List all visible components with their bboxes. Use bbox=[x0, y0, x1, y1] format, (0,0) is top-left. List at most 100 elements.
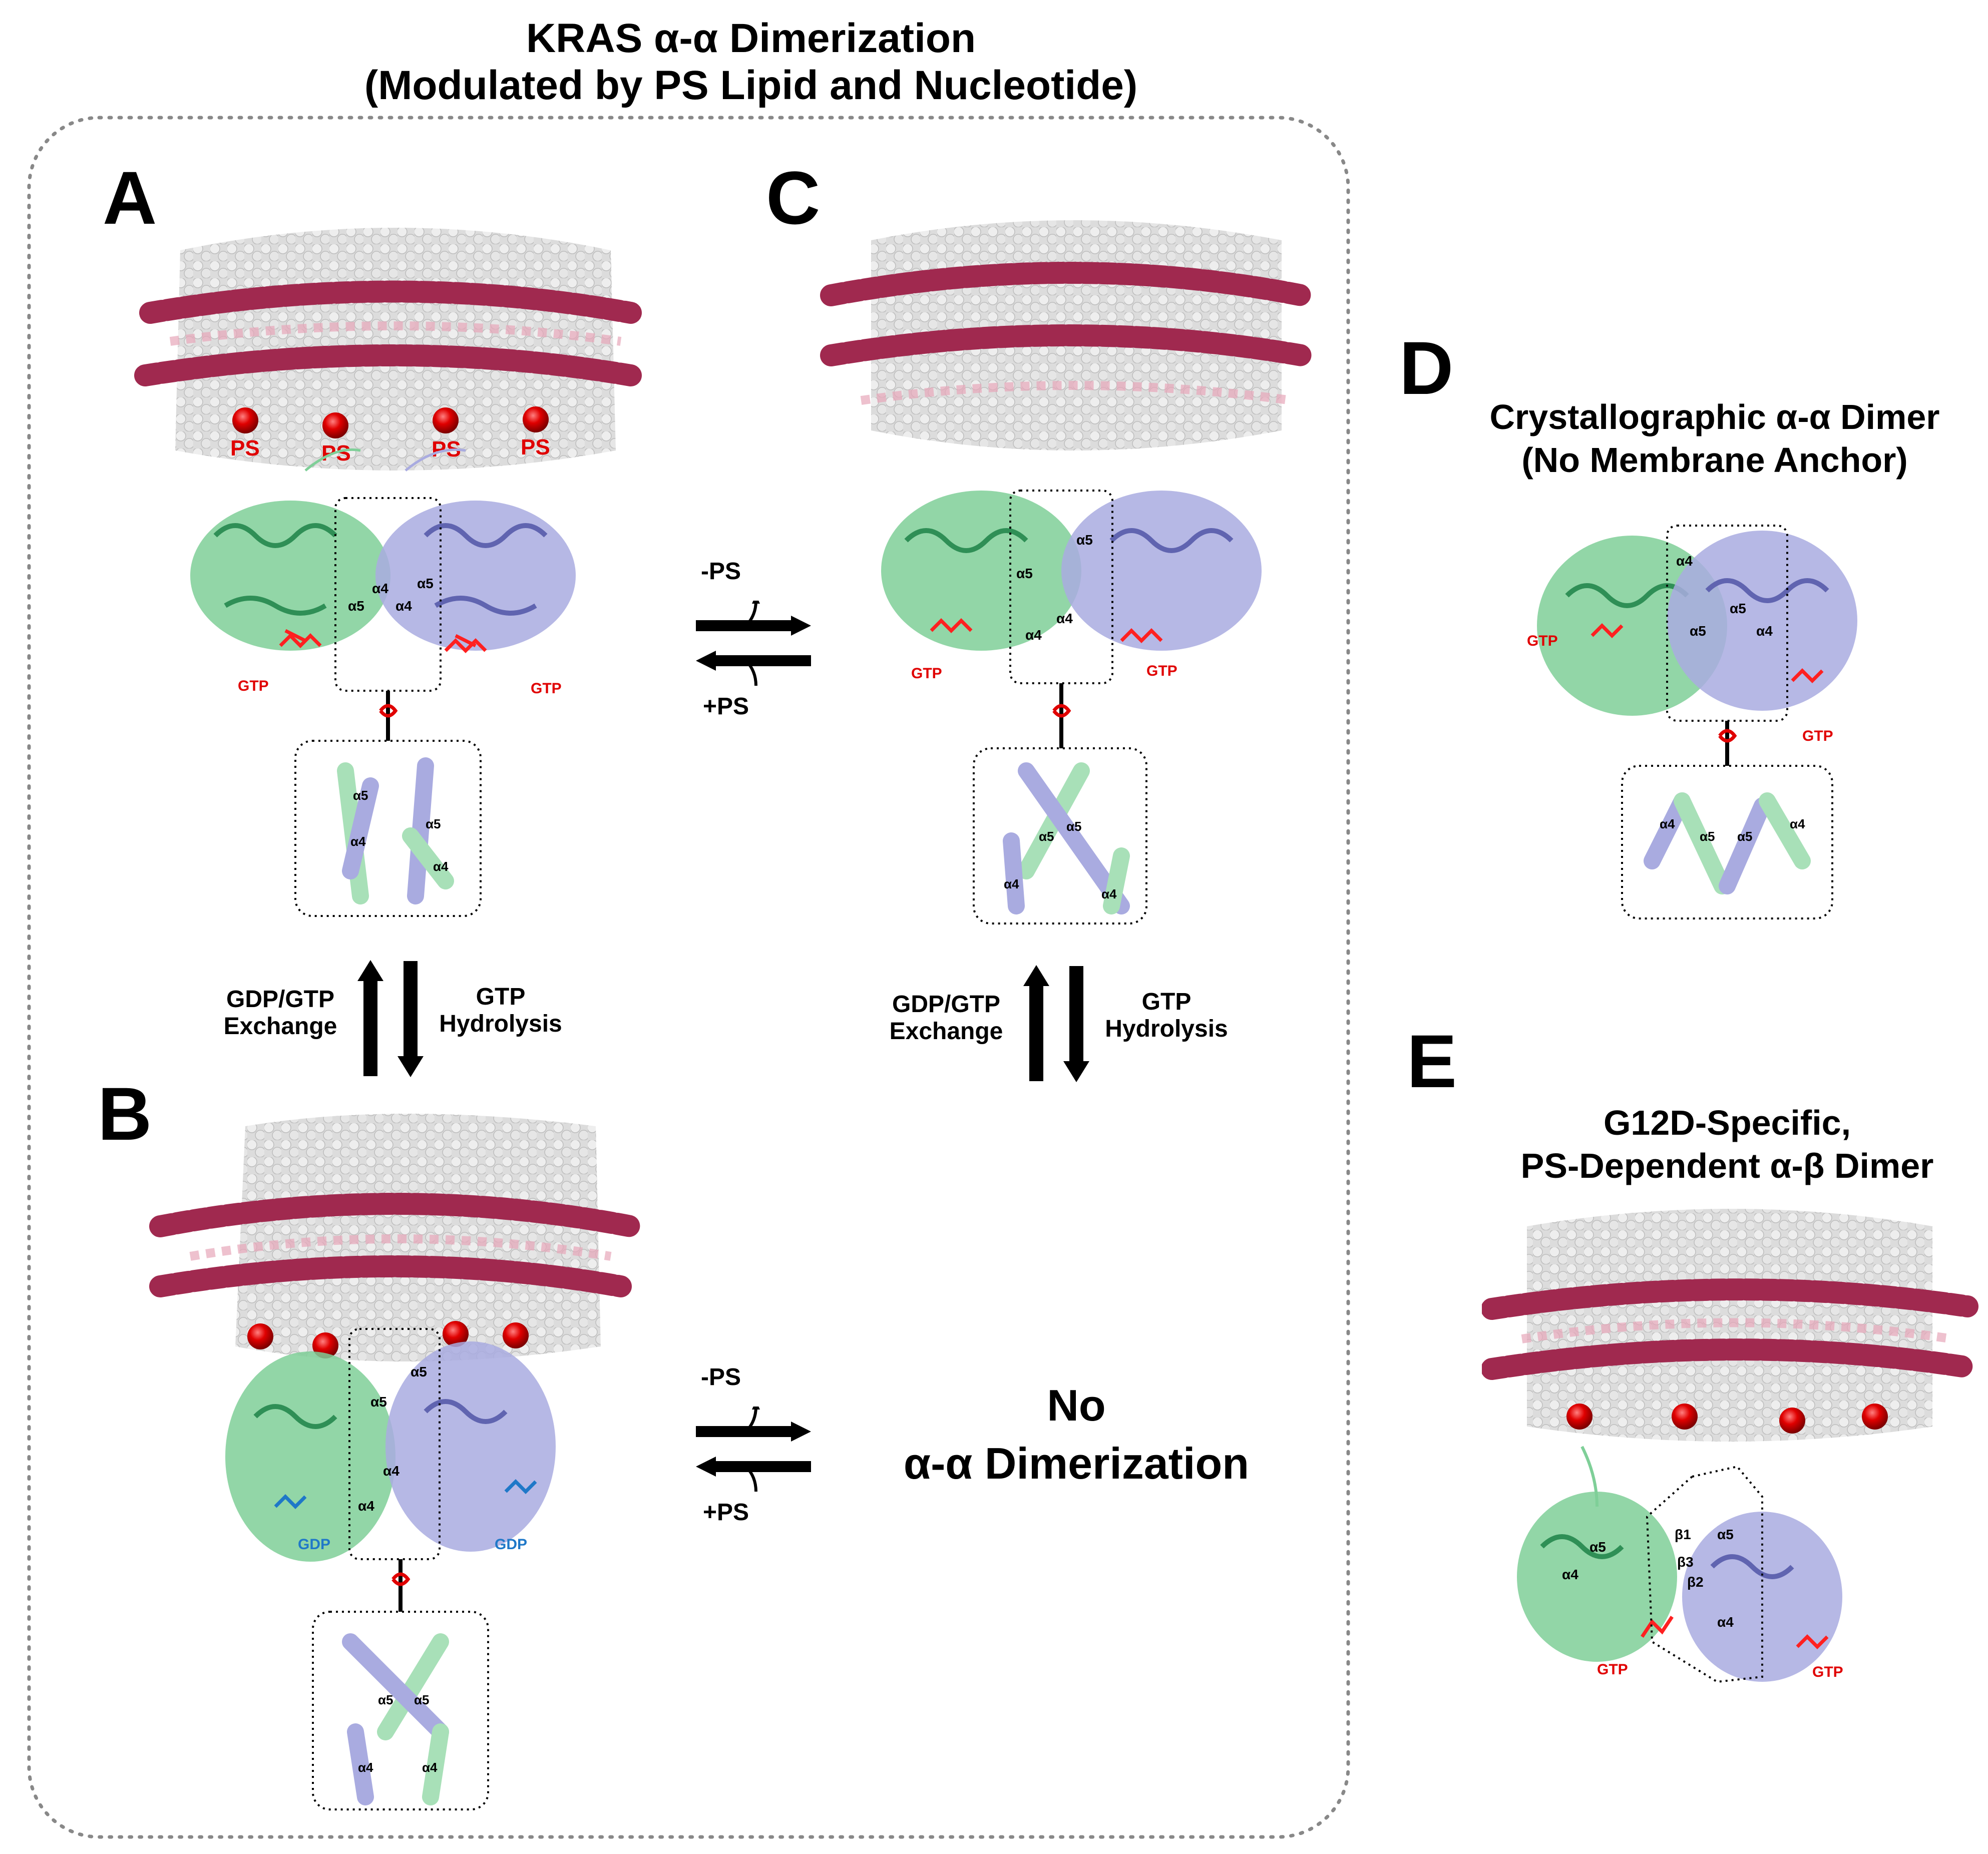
svg-text:α5: α5 bbox=[370, 1394, 387, 1410]
helix-cylinders bbox=[342, 1633, 449, 1805]
gtp-ligand bbox=[1591, 623, 1824, 683]
svg-text:α5: α5 bbox=[1066, 819, 1081, 834]
minus-ps-label-top: -PS bbox=[700, 558, 741, 585]
equilibrium-arrows-bottom bbox=[696, 1407, 811, 1492]
panel-letter-b: B bbox=[98, 1072, 152, 1156]
svg-text:α5: α5 bbox=[411, 1364, 427, 1379]
panel-d-title: Crystallographic α-α Dimer (No Membrane … bbox=[1489, 397, 1940, 480]
svg-text:α5: α5 bbox=[1589, 1539, 1606, 1555]
ps-sphere bbox=[1672, 1404, 1698, 1430]
nanodisc-belt bbox=[134, 280, 642, 386]
interface-box bbox=[1009, 490, 1113, 684]
gtp-ligand bbox=[1641, 1616, 1829, 1649]
svg-text:α4: α4 bbox=[395, 598, 412, 614]
svg-text:α4: α4 bbox=[350, 834, 366, 849]
svg-text:α4: α4 bbox=[358, 1760, 373, 1775]
svg-text:α5: α5 bbox=[1717, 1527, 1734, 1542]
minus-ps-label-bottom: -PS bbox=[700, 1364, 741, 1390]
svg-text:α5: α5 bbox=[1016, 566, 1033, 581]
kras-protomer-lavender bbox=[385, 1341, 556, 1552]
panel-letter-e: E bbox=[1407, 1019, 1457, 1103]
svg-text:α4: α4 bbox=[1790, 816, 1805, 831]
helix-cylinders bbox=[1003, 762, 1130, 914]
svg-text:β3: β3 bbox=[1677, 1554, 1694, 1570]
panel-letter-c: C bbox=[766, 156, 821, 240]
svg-text:α4: α4 bbox=[1676, 553, 1693, 569]
ps-sphere bbox=[1566, 1404, 1593, 1430]
kras-protomer-lavender bbox=[1682, 1512, 1842, 1682]
panel-d-structure: GTP GTP α4 α5 α5 α4 α4 α5 α5 α4 bbox=[1527, 525, 1857, 919]
helix-schematic-box bbox=[973, 747, 1147, 924]
svg-text:α5: α5 bbox=[417, 576, 434, 591]
kras-protomer-lavender bbox=[1061, 491, 1262, 651]
helix-cylinders bbox=[1644, 792, 1811, 894]
svg-text:α5: α5 bbox=[348, 598, 364, 614]
panel-a-structure: PS PS PS PS GTP GTP α5 α4 α4 α5 α5 α4 α5… bbox=[134, 228, 642, 917]
kras-protomer-green bbox=[1517, 1492, 1677, 1662]
svg-text:α4: α4 bbox=[1562, 1567, 1578, 1582]
gtp-ligand bbox=[279, 629, 487, 653]
gtp-label: GTP bbox=[1597, 1661, 1628, 1678]
nanodisc-belt bbox=[1482, 1278, 1978, 1380]
ps-sphere bbox=[247, 1323, 273, 1349]
panel-e-title: G12D-Specific, PS-Dependent α-β Dimer bbox=[1520, 1103, 1934, 1185]
kras-protomer-lavender bbox=[1667, 531, 1857, 711]
svg-text:α4: α4 bbox=[1004, 876, 1019, 891]
svg-text:α4: α4 bbox=[372, 581, 388, 596]
svg-text:α5: α5 bbox=[1076, 532, 1093, 548]
svg-text:β2: β2 bbox=[1687, 1574, 1704, 1590]
svg-text:α5: α5 bbox=[1039, 829, 1054, 844]
hydrolysis-label-right: GTP Hydrolysis bbox=[1105, 989, 1228, 1042]
svg-text:α4: α4 bbox=[1717, 1614, 1734, 1630]
exchange-label-right: GDP/GTP Exchange bbox=[889, 991, 1003, 1045]
title-line-1: KRAS α-α Dimerization bbox=[526, 16, 976, 61]
svg-text:α4: α4 bbox=[433, 859, 449, 874]
svg-text:α5: α5 bbox=[1730, 601, 1746, 616]
gtp-label: GTP bbox=[1527, 633, 1558, 649]
ps-sphere bbox=[312, 1332, 338, 1358]
svg-text:α5: α5 bbox=[353, 788, 368, 803]
svg-text:α4: α4 bbox=[422, 1760, 438, 1775]
gtp-label: GTP bbox=[1146, 663, 1177, 679]
svg-text:α5: α5 bbox=[1690, 623, 1706, 639]
ps-sphere bbox=[232, 407, 258, 433]
svg-text:α4: α4 bbox=[383, 1463, 400, 1479]
panel-letter-d: D bbox=[1399, 326, 1454, 410]
figure-title: KRAS α-α Dimerization (Modulated by PS L… bbox=[190, 15, 1312, 109]
kras-protomer-lavender bbox=[375, 501, 576, 651]
svg-text:α5: α5 bbox=[1700, 829, 1715, 844]
ps-sphere bbox=[1779, 1408, 1805, 1434]
ps-label: PS bbox=[521, 435, 550, 459]
nanodisc-belt bbox=[820, 262, 1313, 366]
vertical-arrows-left bbox=[357, 960, 424, 1077]
gdp-label: GDP bbox=[298, 1536, 330, 1553]
no-dimerization-text: No α-α Dimerization bbox=[903, 1380, 1250, 1488]
svg-text:β1: β1 bbox=[1675, 1527, 1691, 1542]
panel-b-structure: GDP GDP α5 α5 α4 α4 α5 α5 α4 α4 bbox=[149, 1114, 642, 1810]
gtp-label: GTP bbox=[531, 680, 562, 697]
gdp-ligand bbox=[274, 1479, 537, 1509]
plus-ps-label-top: +PS bbox=[702, 693, 749, 720]
equilibrium-arrows-top bbox=[696, 601, 811, 686]
svg-text:α5: α5 bbox=[1737, 829, 1752, 844]
svg-text:α4: α4 bbox=[1101, 886, 1117, 901]
svg-text:α4: α4 bbox=[358, 1498, 374, 1514]
helix-schematic-box bbox=[294, 740, 482, 917]
vertical-arrows-right bbox=[1023, 965, 1089, 1082]
ps-sphere bbox=[503, 1322, 529, 1348]
svg-text:α4: α4 bbox=[1025, 627, 1042, 643]
svg-text:α4: α4 bbox=[1660, 816, 1675, 831]
hydrolysis-label-left: GTP Hydrolysis bbox=[439, 984, 562, 1037]
ps-sphere bbox=[433, 407, 459, 433]
ps-sphere bbox=[443, 1321, 469, 1347]
ps-sphere bbox=[322, 412, 348, 438]
kras-protomer-green bbox=[225, 1351, 395, 1562]
ps-label: PS bbox=[230, 436, 260, 460]
gtp-label: GTP bbox=[1802, 728, 1833, 744]
helix-schematic-box bbox=[312, 1611, 489, 1810]
panel-c-structure: GTP GTP α5 α5 α4 α4 α5 α5 α4 α4 bbox=[820, 220, 1313, 924]
plus-ps-label-bottom: +PS bbox=[702, 1499, 749, 1526]
svg-text:α4: α4 bbox=[1056, 611, 1073, 626]
ps-sphere bbox=[523, 406, 549, 432]
